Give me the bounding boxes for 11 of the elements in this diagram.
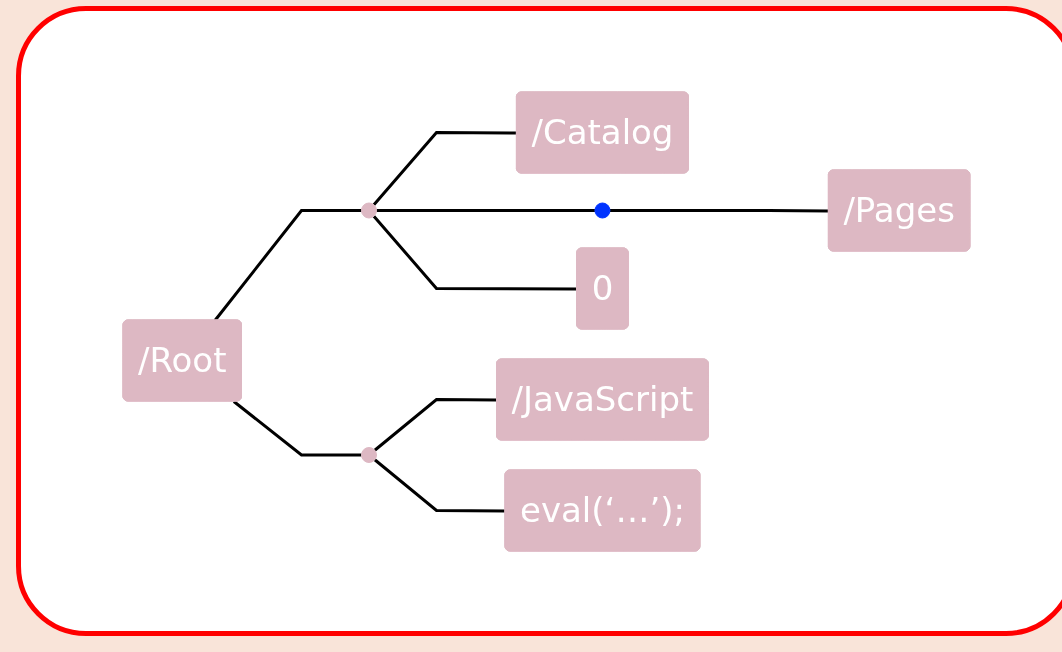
node-circle [360, 446, 377, 463]
connector [372, 214, 577, 290]
connector [213, 208, 362, 321]
connector [373, 397, 497, 451]
connector [232, 399, 362, 456]
connector [609, 208, 829, 212]
node-circle [594, 202, 610, 218]
node-circle [360, 202, 377, 218]
connector [376, 208, 595, 212]
connector [373, 458, 506, 512]
connector [372, 130, 517, 206]
